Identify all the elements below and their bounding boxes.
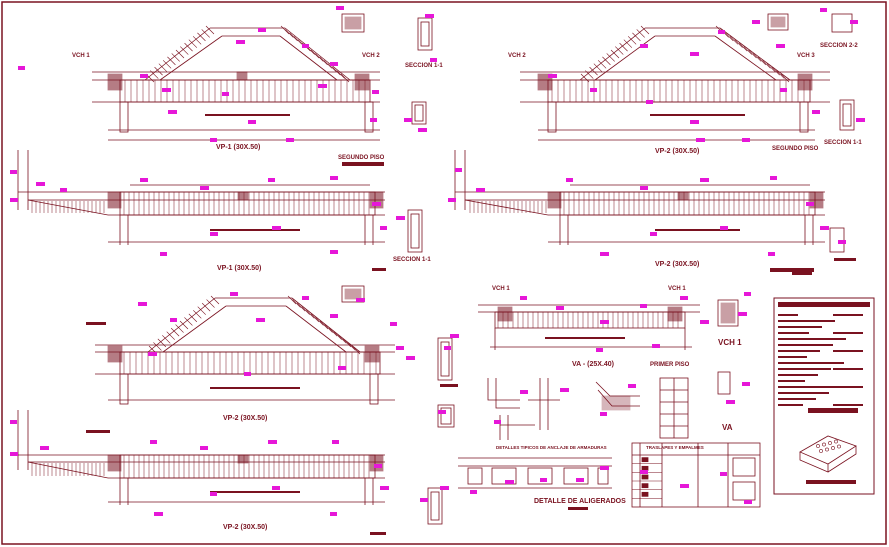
label-va-detail: VA bbox=[722, 423, 733, 432]
dimension-tags bbox=[10, 6, 865, 516]
label-vp2-mid: VP-2 (30X.50) bbox=[655, 261, 699, 268]
label-vch2-top-left: VCH 2 bbox=[362, 53, 380, 59]
label-vch3-top-right: VCH 3 bbox=[797, 53, 815, 59]
beam-vp1-elevation-top bbox=[92, 25, 380, 141]
label-seccion-1-1-c: SECCION 1-1 bbox=[393, 257, 431, 263]
label-vp2-bottom: VP-2 (30X.50) bbox=[223, 524, 267, 531]
label-primer-piso: PRIMER PISO bbox=[650, 362, 690, 368]
label-detalles-tipicos: DETALLES TIPICOS DE ANCLAJE DE ARMADURAS bbox=[496, 445, 607, 450]
label-detalle-aligerados: DETALLE DE ALIGERADOS bbox=[534, 498, 626, 505]
label-traslapes: TRASLAPES Y EMPALMES bbox=[646, 445, 704, 450]
label-va: VA - (25X.40) bbox=[572, 361, 614, 368]
label-vch2-top-right: VCH 2 bbox=[508, 53, 526, 59]
title-underlines bbox=[86, 162, 856, 535]
beam-vp2-elevation-mid bbox=[454, 150, 825, 245]
label-seccion-1-1-b: SECCION 1-1 bbox=[824, 140, 862, 146]
beam-vp2-elevation-bottom bbox=[17, 410, 385, 505]
notes-panel bbox=[773, 297, 875, 495]
label-vch1-top-left: VCH 1 bbox=[72, 53, 90, 59]
beam-vp2-elevation-top bbox=[520, 25, 830, 141]
slab-aligerado-detail bbox=[458, 457, 612, 489]
label-vch1-va-right: VCH 1 bbox=[668, 286, 686, 292]
label-seccion-2-2: SECCION 2-2 bbox=[820, 43, 858, 49]
label-seccion-1-1-a: SECCION 1-1 bbox=[405, 63, 443, 69]
label-vp2-top: VP-2 (30X.50) bbox=[655, 148, 699, 155]
label-vp1-top: VP-1 (30X.50) bbox=[216, 144, 260, 151]
label-vch1-va-left: VCH 1 bbox=[492, 286, 510, 292]
beam-va-elevation bbox=[478, 304, 700, 350]
beam-vp1-elevation-mid bbox=[17, 150, 385, 245]
label-segundo-piso-a: SEGUNDO PISO bbox=[338, 155, 385, 161]
lap-splice-table bbox=[631, 442, 761, 508]
anchorage-details bbox=[487, 377, 689, 440]
label-segundo-piso-b: SEGUNDO PISO bbox=[772, 146, 819, 152]
beam-vp2-elevation-lower bbox=[95, 295, 395, 405]
label-vp2-lower: VP-2 (30X.50) bbox=[223, 415, 267, 422]
label-vch1-detail: VCH 1 bbox=[718, 338, 742, 347]
section-details bbox=[341, 13, 855, 525]
bar-schedule bbox=[659, 377, 689, 439]
label-vp1-mid: VP-1 (30X.50) bbox=[217, 265, 261, 272]
